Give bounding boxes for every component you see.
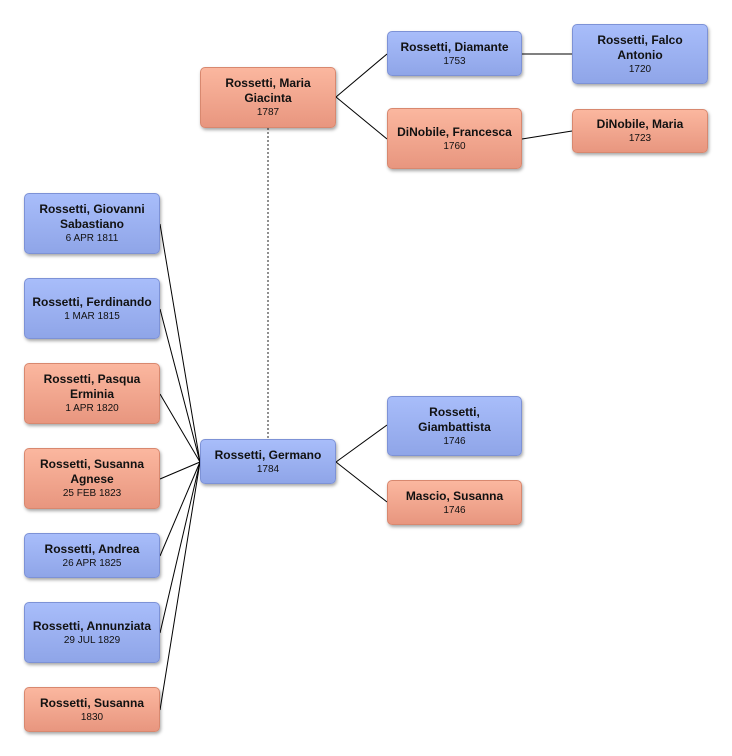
person-date: 1723 — [628, 133, 652, 144]
line-child-2 — [159, 308, 201, 463]
person-date: 25 FEB 1823 — [62, 488, 122, 499]
line-spouse-to-francesca — [335, 96, 388, 140]
person-date: 1760 — [443, 140, 466, 152]
person-name: Mascio, Susanna — [405, 488, 504, 503]
person-name: Rossetti, Falco Antonio — [597, 32, 683, 62]
person-date: 1753 — [443, 55, 466, 67]
person-card-child[interactable]: Rossetti, Susanna Agnese 25 FEB 1823 — [24, 448, 160, 509]
person-card-spouse[interactable]: Rossetti, Maria Giacinta 1787 — [200, 67, 336, 128]
person-card-child[interactable]: Rossetti, Annunziata 29 JUL 1829 — [24, 602, 160, 663]
person-name: Rossetti, Ferdinando — [32, 294, 152, 309]
person-date: 1720 — [628, 63, 652, 75]
line-spouse-to-diamante — [335, 53, 388, 98]
person-card-spouse-father[interactable]: Rossetti, Diamante 1753 — [387, 31, 522, 76]
person-name: Rossetti, Susanna — [39, 695, 145, 710]
person-card-focus[interactable]: Rossetti, Germano 1784 — [200, 439, 336, 484]
person-card-child[interactable]: Rossetti, Ferdinando 1 MAR 1815 — [24, 278, 160, 339]
line-child-5 — [159, 461, 201, 557]
person-date: 1787 — [256, 107, 280, 118]
person-name: Rossetti, Maria Giacinta — [225, 76, 311, 105]
line-child-7 — [159, 461, 201, 711]
person-name: Rossetti, Pasqua Erminia — [43, 372, 141, 401]
person-name: Rossetti, Giambattista — [418, 404, 491, 434]
person-date: 1784 — [256, 463, 280, 475]
line-child-4 — [159, 461, 201, 480]
person-card-spouse-grandfather[interactable]: Rossetti, Falco Antonio 1720 — [572, 24, 708, 84]
line-francesca-to-maria — [521, 130, 573, 140]
person-card-spouse-mother[interactable]: DiNobile, Francesca 1760 — [387, 108, 522, 169]
person-date: 1746 — [443, 435, 466, 447]
person-card-child[interactable]: Rossetti, Giovanni Sabastiano 6 APR 1811 — [24, 193, 160, 254]
person-name: DiNobile, Francesca — [397, 124, 512, 139]
line-child-3 — [159, 393, 201, 463]
person-date: 1746 — [443, 504, 466, 516]
person-card-mother[interactable]: Mascio, Susanna 1746 — [387, 480, 522, 525]
line-child-1 — [159, 223, 201, 463]
person-name: Rossetti, Giovanni Sabastiano — [39, 202, 145, 231]
person-name: Rossetti, Annunziata — [32, 618, 152, 633]
person-card-child[interactable]: Rossetti, Pasqua Erminia 1 APR 1820 — [24, 363, 160, 424]
line-germano-to-giambattista — [335, 424, 388, 463]
person-name: DiNobile, Maria — [596, 117, 684, 131]
person-card-child[interactable]: Rossetti, Andrea 26 APR 1825 — [24, 533, 160, 578]
person-date: 6 APR 1811 — [65, 233, 119, 244]
person-card-spouse-grandmother[interactable]: DiNobile, Maria 1723 — [572, 109, 708, 153]
person-card-father[interactable]: Rossetti, Giambattista 1746 — [387, 396, 522, 456]
person-date: 1 APR 1820 — [65, 403, 119, 414]
person-name: Rossetti, Susanna Agnese — [39, 457, 145, 486]
person-date: 1830 — [80, 711, 104, 723]
person-card-child[interactable]: Rossetti, Susanna 1830 — [24, 687, 160, 732]
person-date: 26 APR 1825 — [62, 557, 122, 569]
person-name: Rossetti, Diamante — [400, 39, 509, 54]
line-child-6 — [159, 461, 201, 634]
line-germano-to-mascio — [335, 461, 388, 503]
person-date: 1 MAR 1815 — [64, 310, 120, 322]
person-date: 29 JUL 1829 — [63, 634, 121, 646]
person-name: Rossetti, Andrea — [44, 541, 140, 556]
person-name: Rossetti, Germano — [214, 447, 322, 462]
